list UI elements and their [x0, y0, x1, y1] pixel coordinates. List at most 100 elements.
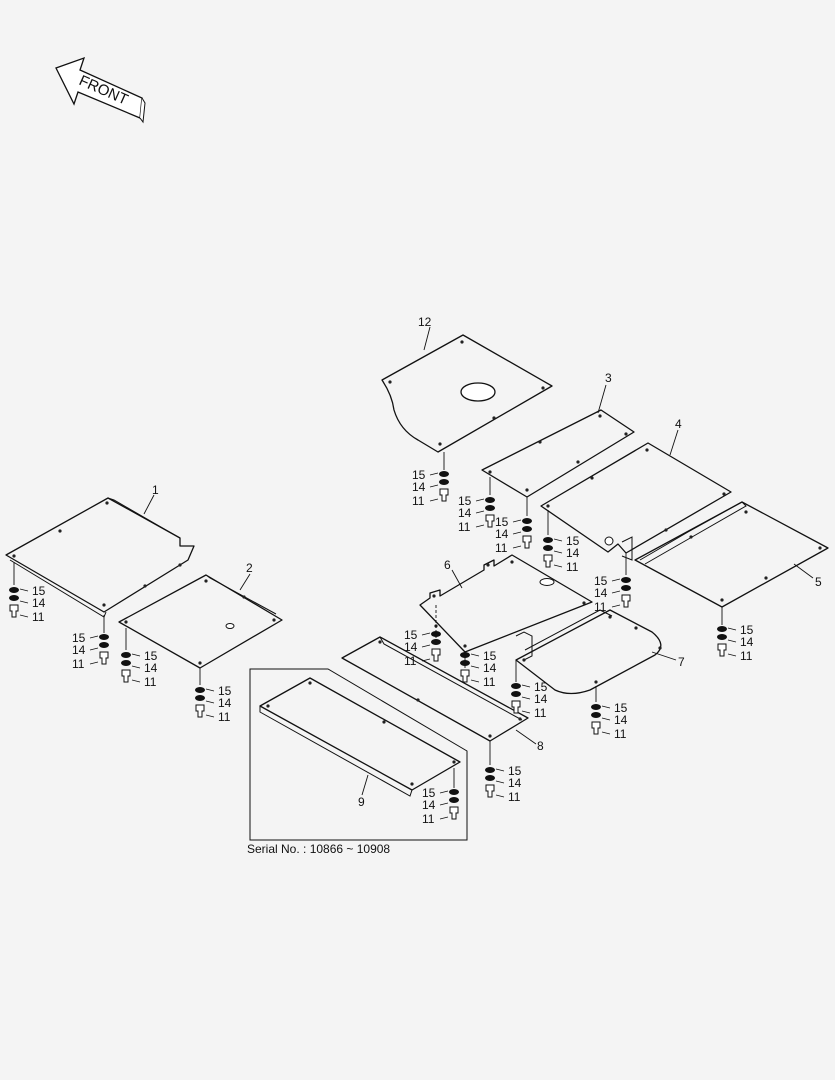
label-washer: 14 [422, 798, 436, 812]
label-bolt: 11 [32, 610, 45, 624]
label-spacer: 15 [508, 764, 522, 778]
plate-12 [381, 334, 553, 470]
spacer-15 [9, 587, 19, 593]
washer-14 [431, 639, 441, 645]
leader-line [89, 647, 99, 651]
leader-line [601, 717, 611, 721]
label-washer: 14 [594, 586, 608, 600]
bolt-11 [591, 721, 601, 735]
label-washer: 14 [404, 640, 418, 654]
washer-14 [485, 775, 495, 781]
leader-line [475, 510, 485, 514]
leader-line [521, 710, 531, 714]
leader-line [475, 524, 485, 528]
front-arrow: FRONT [55, 56, 146, 124]
label-spacer: 15 [72, 631, 86, 645]
leader-line [439, 816, 449, 820]
leader-line [131, 665, 141, 669]
label-bolt: 11 [422, 812, 435, 826]
label-spacer: 15 [495, 515, 509, 529]
bolt-11 [121, 669, 131, 683]
leader-line [421, 658, 431, 662]
leader-line [553, 564, 563, 568]
washer-14 [439, 479, 449, 485]
leader-line [521, 684, 531, 688]
washer-14 [195, 695, 205, 701]
leader-line [429, 484, 439, 488]
plate-4 [540, 442, 732, 575]
leader-line [439, 802, 449, 806]
leader-line [601, 705, 611, 709]
bolt-11 [460, 669, 470, 683]
bolt-11 [621, 594, 631, 608]
bolt-11 [195, 704, 205, 718]
washer-14 [621, 585, 631, 591]
bolt-11 [9, 604, 19, 618]
leader-line [19, 600, 29, 604]
label-spacer: 15 [740, 623, 754, 637]
leader-line [421, 644, 431, 648]
bolt-11 [431, 648, 441, 662]
spacer-15 [621, 577, 631, 583]
plate-2 [118, 574, 283, 685]
bolt-11 [543, 554, 553, 568]
label-bolt: 11 [144, 675, 157, 689]
bolt-11 [717, 643, 727, 657]
leader-line [89, 635, 99, 639]
label-spacer: 15 [218, 684, 232, 698]
label-washer: 14 [32, 596, 46, 610]
plate-6 [419, 554, 593, 668]
label-bolt: 11 [740, 649, 753, 663]
leader-line [439, 790, 449, 794]
label-washer: 14 [412, 480, 426, 494]
spacer-15 [511, 683, 521, 689]
label-bolt: 11 [508, 790, 521, 804]
leader-line [470, 679, 480, 683]
label-spacer: 15 [422, 786, 436, 800]
leader-line [512, 531, 522, 535]
washer-14 [717, 634, 727, 640]
leader-line [521, 696, 531, 700]
spacer-15 [121, 652, 131, 658]
spacer-15 [522, 518, 532, 524]
label-bolt: 11 [594, 600, 607, 614]
spacer-15 [717, 626, 727, 632]
leader-line [19, 588, 29, 592]
spacer-15 [591, 704, 601, 710]
plate-8 [341, 636, 529, 765]
label-bolt: 11 [534, 706, 547, 720]
leader-line [429, 498, 439, 502]
label-washer: 14 [614, 713, 628, 727]
leader-line [495, 768, 505, 772]
leader-line [89, 661, 99, 665]
spacer-15 [485, 497, 495, 503]
leader-line [495, 780, 505, 784]
label-washer: 14 [218, 696, 232, 710]
spacer-15 [460, 652, 470, 658]
label-part-3: 3 [605, 371, 612, 385]
leader-line [470, 665, 480, 669]
label-bolt: 11 [218, 710, 231, 724]
label-part-4: 4 [675, 417, 682, 431]
label-bolt: 11 [614, 727, 627, 741]
label-part-6: 6 [444, 558, 451, 572]
leader-line [205, 714, 215, 718]
plate-9 [259, 677, 461, 797]
washer-14 [99, 642, 109, 648]
label-bolt: 11 [404, 654, 417, 668]
spacer-15 [543, 537, 553, 543]
washer-14 [511, 691, 521, 697]
bolt-11 [485, 514, 495, 528]
label-bolt: 11 [72, 657, 85, 671]
leader-line [131, 679, 141, 683]
leader-line [131, 653, 141, 657]
leader-line [19, 614, 29, 618]
label-spacer: 15 [566, 534, 580, 548]
